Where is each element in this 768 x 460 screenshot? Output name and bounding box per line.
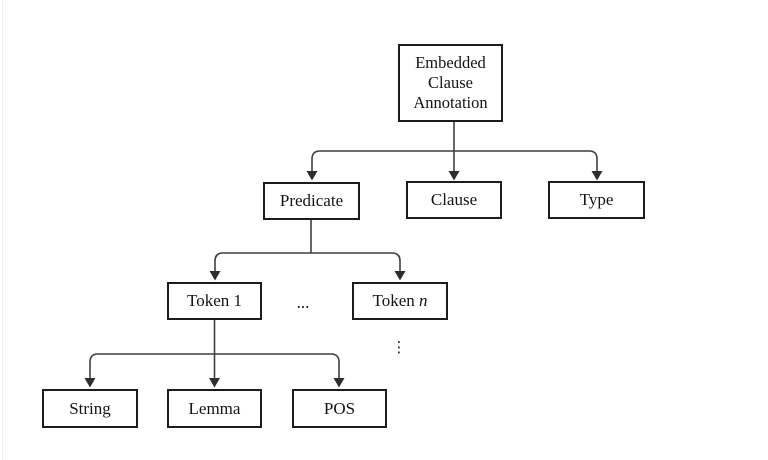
node-label: Token n: [373, 291, 428, 311]
node-label: Token 1: [187, 291, 242, 310]
node-label: Clause: [430, 190, 478, 209]
node-label-line: Embedded: [415, 53, 486, 72]
node-pos: POS: [292, 389, 387, 428]
arrowhead-predicate: [306, 171, 318, 181]
arrowhead-string: [84, 378, 96, 388]
horizontal-ellipsis: ...: [296, 293, 310, 312]
node-label: Lemma: [188, 398, 241, 418]
arrowhead-type: [591, 171, 603, 181]
node-label-variable: n: [419, 291, 428, 310]
node-label: String: [69, 398, 111, 418]
node-type: Type: [548, 181, 645, 219]
page-edge-line: [2, 0, 3, 460]
edge-group-root-children: [306, 122, 603, 181]
arrowhead-clause: [448, 171, 460, 181]
node-label: POS: [323, 398, 356, 418]
node-token-1: Token 1: [167, 282, 262, 320]
node-label: Predicate: [279, 191, 344, 210]
node-label: Embedded Clause Annotation: [413, 53, 487, 113]
node-lemma: Lemma: [167, 389, 262, 428]
node-token-n: Token n: [352, 282, 448, 320]
node-label-line: Clause: [428, 73, 473, 92]
arrowhead-pos: [333, 378, 345, 388]
node-label: Type: [579, 190, 614, 209]
arrowhead-token-n: [394, 271, 406, 281]
node-embedded-clause-annotation: Embedded Clause Annotation: [398, 44, 503, 122]
node-label-line: Annotation: [413, 93, 488, 112]
edge-group-predicate-children: [209, 220, 406, 281]
node-string: String: [42, 389, 138, 428]
node-label-prefix: Token: [372, 291, 419, 310]
edge-group-token1-children: [84, 320, 345, 388]
arrowhead-token-1: [209, 271, 221, 281]
vertical-ellipsis: ⋮: [391, 338, 407, 356]
node-predicate: Predicate: [263, 182, 360, 220]
node-clause: Clause: [406, 181, 502, 219]
arrowhead-lemma: [209, 378, 220, 388]
